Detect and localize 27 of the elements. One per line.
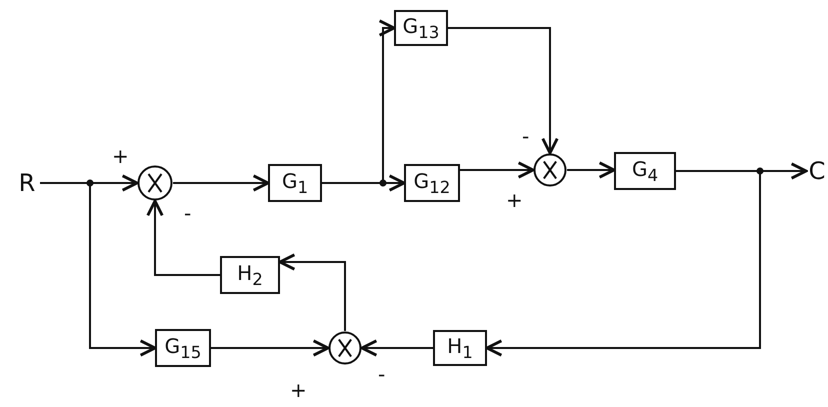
arrow	[146, 200, 220, 276]
summing-junction	[137, 165, 173, 201]
arrow	[460, 161, 534, 179]
transfer-block: G$_{15}$	[155, 329, 211, 367]
sign-label: -	[184, 203, 192, 223]
sign-label: +	[112, 146, 129, 166]
transfer-block: G$_{4}$	[614, 152, 676, 190]
transfer-block: G$_{13}$	[394, 10, 448, 46]
transfer-block: H$_{1}$	[433, 330, 487, 366]
arrow	[173, 174, 270, 192]
signal-label: C	[806, 154, 828, 188]
arrow	[448, 27, 559, 154]
arrow	[360, 339, 433, 357]
transfer-block: H$_{2}$	[220, 256, 280, 294]
arrow	[211, 339, 330, 357]
sign-label: +	[506, 190, 523, 210]
arrow	[278, 253, 346, 331]
sign-label: -	[522, 126, 530, 146]
arrow	[486, 170, 761, 357]
sign-label: -	[378, 364, 386, 384]
sign-label: +	[290, 380, 307, 400]
summing-junction	[533, 153, 567, 187]
transfer-block: G$_{12}$	[404, 164, 460, 202]
signal-label: R	[14, 166, 40, 200]
summing-junction	[328, 331, 362, 365]
arrow	[567, 161, 616, 179]
transfer-block: G$_{1}$	[268, 164, 322, 202]
